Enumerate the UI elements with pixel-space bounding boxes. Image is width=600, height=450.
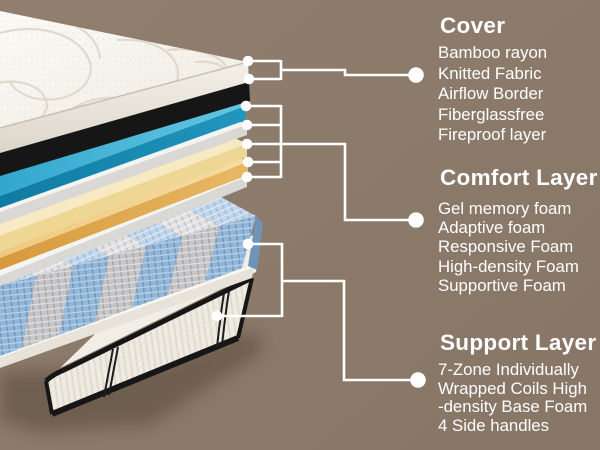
connector-comfort: [246, 104, 409, 222]
layer-dot: [241, 171, 253, 183]
comfort-line: Gel memory foam: [438, 199, 572, 218]
connector-support: [217, 242, 411, 382]
support-line: 4 Side handles: [438, 415, 550, 435]
support-line: -density Base Foam: [438, 397, 588, 417]
cover-line: Bamboo rayon: [438, 43, 548, 62]
layer-dot: [241, 119, 253, 131]
layer-dot: [242, 156, 254, 168]
section-cover-lines: Bamboo rayon Knitted Fabric Airflow Bord…: [438, 43, 547, 146]
layer-dot: [243, 73, 255, 85]
layer-dot: [241, 138, 253, 150]
section-cover: Cover: [440, 13, 505, 39]
cover-line: Airflow Border: [438, 84, 544, 103]
callout-dots: [211, 55, 426, 388]
section-dot-support: [410, 372, 426, 388]
callout-lines: [217, 59, 411, 382]
comfort-line: Adaptive foam: [438, 218, 546, 238]
support-line: 7-Zone Individually: [438, 360, 579, 379]
layer-dot: [211, 310, 223, 322]
section-dot-comfort: [408, 212, 424, 228]
section-dot-cover: [408, 67, 424, 83]
layer-dot: [242, 55, 254, 67]
section-comfort-lines: Gel memory foam Adaptive foam Responsive…: [438, 199, 579, 295]
base-stitch-stripes: [103, 290, 230, 398]
cover-line: Fiberglassfree: [438, 104, 545, 124]
support-line: Wrapped Coils High: [438, 378, 587, 398]
section-support-lines: 7-Zone Individually Wrapped Coils High -…: [438, 360, 588, 435]
section-heading-comfort: Comfort Layer: [440, 165, 598, 190]
coil-deck-sheet: [0, 264, 255, 368]
comfort-line: High-density Foam: [438, 256, 579, 276]
section-heading-support: Support Layer: [440, 330, 597, 355]
comfort-line: Responsive Foam: [438, 237, 574, 257]
section-heading-cover: Cover: [440, 13, 506, 38]
section-support: Support Layer: [440, 330, 596, 356]
connector-cover: [248, 59, 409, 81]
section-comfort: Comfort Layer: [440, 165, 598, 191]
layer-dot: [242, 238, 254, 250]
layer-dot: [240, 100, 252, 112]
cover-line: Fireproof layer: [438, 125, 547, 144]
cover-line: Knitted Fabric: [438, 63, 542, 83]
comfort-line: Supportive Foam: [438, 275, 566, 295]
